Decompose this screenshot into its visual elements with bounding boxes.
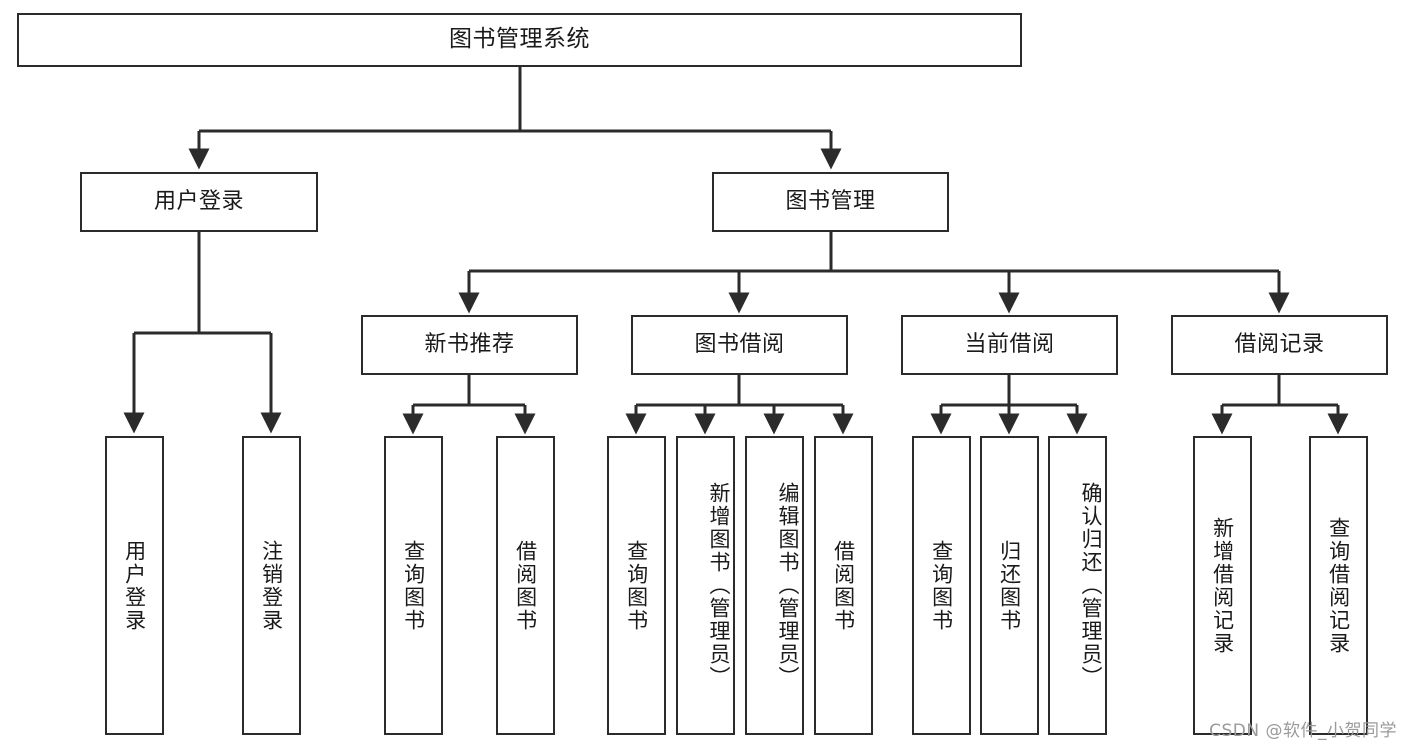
leaf-current-borrow-query-books[interactable]: 查询图书	[912, 436, 971, 735]
leaf-user-login-signin[interactable]: 用户登录	[105, 436, 164, 735]
leaf-borrow-record-query-record[interactable]: 查询借阅记录	[1309, 436, 1368, 735]
node-borrowing-record[interactable]: 借阅记录	[1171, 315, 1388, 375]
node-book-management[interactable]: 图书管理	[712, 172, 949, 232]
leaf-new-book-query-books[interactable]: 查询图书	[384, 436, 443, 735]
node-book-borrowing[interactable]: 图书借阅	[631, 315, 848, 375]
leaf-book-borrow-add-book-admin[interactable]: 新增图书（管理员）	[676, 436, 735, 735]
node-current-borrowing[interactable]: 当前借阅	[901, 315, 1118, 375]
leaf-current-borrow-return-books[interactable]: 归还图书	[980, 436, 1039, 735]
leaf-book-borrow-edit-book-admin[interactable]: 编辑图书（管理员）	[745, 436, 804, 735]
node-root-library-management-system[interactable]: 图书管理系统	[17, 13, 1022, 67]
node-new-book-recommendation[interactable]: 新书推荐	[361, 315, 578, 375]
leaf-book-borrow-query-books[interactable]: 查询图书	[607, 436, 666, 735]
leaf-borrow-record-add-record[interactable]: 新增借阅记录	[1193, 436, 1252, 735]
leaf-new-book-borrow-books[interactable]: 借阅图书	[496, 436, 555, 735]
leaf-current-borrow-confirm-return-admin[interactable]: 确认归还（管理员）	[1048, 436, 1107, 735]
leaf-book-borrow-borrow-books[interactable]: 借阅图书	[814, 436, 873, 735]
leaf-user-login-signout[interactable]: 注销登录	[242, 436, 301, 735]
csdn-watermark: CSDN @软件_小贺同学	[1209, 721, 1397, 741]
node-user-login[interactable]: 用户登录	[80, 172, 318, 232]
